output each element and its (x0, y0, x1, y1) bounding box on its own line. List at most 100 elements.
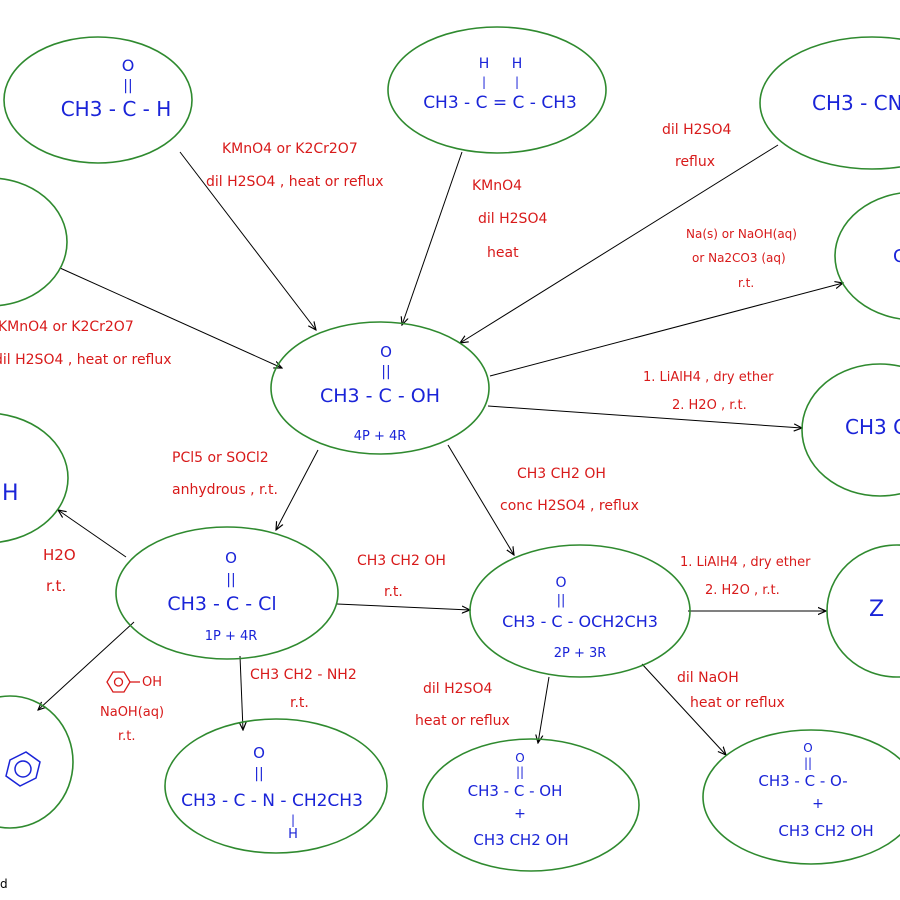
acyl-hydrolysis-line1: H2O (43, 546, 76, 564)
ester-formula: CH3 - C - OCH2CH3 (502, 612, 658, 631)
ester-acid-hydrolysis-line2: heat or reflux (415, 713, 510, 729)
arrow-acid-to-salt (489, 283, 843, 377)
ethanal-oxidation-line1: KMnO4 or K2Cr2O7 (222, 141, 358, 157)
amide-n-hydrogen: H (288, 827, 298, 842)
salt-formula: C (893, 246, 900, 267)
salt-formation-line1: Na(s) or NaOH(aq) (686, 227, 797, 241)
ethanal-oxygen: O (122, 56, 135, 75)
arrow-acylchloride-to-amide (240, 655, 243, 730)
butene-h-right: H (512, 56, 523, 72)
ester-alkaline-hydrolysis-line2: heat or reflux (690, 695, 785, 711)
butene-oxidation-line2: dil H2SO4 (478, 211, 547, 227)
arrow-acylchloride-to-phenylester (38, 621, 135, 710)
ester-double-bond: || (557, 593, 566, 608)
amine-reagent-line2: r.t. (290, 695, 309, 711)
arrow-ester-to-salthydrolysis (641, 663, 726, 755)
left-mid-formula: H (2, 481, 19, 506)
ester-note: 2P + 3R (554, 646, 607, 661)
ethanal-node-ellipse (3, 36, 193, 164)
salthydrolysis-oxygen: O (803, 741, 812, 755)
acid-formula: CH3 - C - OH (320, 385, 440, 407)
ester-node-ellipse (469, 544, 691, 678)
benzene-ring-icon (5, 751, 41, 787)
acyl-ethanol-line2: r.t. (384, 584, 403, 600)
acidhydrolysis-plus: + (514, 806, 526, 822)
arrow-ethanal-to-acid (179, 151, 316, 330)
arrow-acid-to-ester (447, 444, 514, 555)
arrow-ester-to-acidhydrolysis (538, 676, 550, 743)
acylchloride-node-ellipse (115, 526, 339, 660)
acid-note: 4P + 4R (354, 429, 407, 444)
arrow-nitrile-to-acid (460, 144, 779, 343)
z-label: Z (869, 597, 884, 622)
nitrile-node-ellipse (759, 36, 900, 170)
alcohol-node-ellipse (801, 363, 900, 497)
salt-node-ellipse (834, 192, 900, 320)
nitrile-hydrolysis-line2: reflux (675, 154, 715, 170)
ester-reduction-line2: 2. H2O , r.t. (705, 583, 780, 598)
node-ellipses (0, 26, 900, 872)
acid-oxygen: O (380, 343, 392, 361)
left-oxidation-line2: dil H2SO4 , heat or reflux (0, 352, 172, 368)
butene-oxidation-line3: heat (487, 245, 519, 261)
chlorination-line2: anhydrous , r.t. (172, 482, 278, 498)
butene-bond-right: | (515, 75, 519, 89)
salt-formation-line3: r.t. (738, 276, 754, 290)
left-oxidation-line1: KMnO4 or K2Cr2O7 (0, 319, 134, 335)
ester-oxygen: O (555, 575, 566, 591)
nitrile-hydrolysis-line1: dil H2SO4 (662, 122, 731, 138)
acyl-ethanol-line1: CH3 CH2 OH (357, 553, 446, 569)
arrow-acylchloride-to-left (58, 510, 127, 558)
butene-formula: CH3 - C = C - CH3 (423, 93, 577, 113)
salthydrolysis-plus: + (812, 796, 824, 812)
arrow-acid-to-alcohol (487, 405, 802, 428)
amide-node-ellipse (164, 718, 388, 854)
acylchloride-formula: CH3 - C - Cl (167, 593, 276, 615)
structures: O || CH3 - C - H H H | | CH3 - C = C - C… (2, 56, 900, 849)
alcohol-formula: CH3 C (845, 415, 900, 439)
amide-double-bond: || (254, 766, 263, 782)
salthydrolysis-double-bond: || (804, 756, 812, 770)
acylchloride-note: 1P + 4R (205, 629, 258, 644)
acylchloride-double-bond: || (226, 572, 235, 588)
phenol-reagent-line1: NaOH(aq) (100, 705, 164, 720)
amide-oxygen: O (253, 744, 265, 762)
amine-reagent-line1: CH3 CH2 - NH2 (250, 667, 357, 683)
acidhydrolysis-node-ellipse (422, 738, 640, 872)
chlorination-line1: PCl5 or SOCl2 (172, 450, 269, 466)
left-mid-node-ellipse (0, 413, 69, 543)
ethanal-oxidation-line2: dil H2SO4 , heat or reflux (206, 174, 384, 190)
amide-n-bond: | (291, 813, 295, 827)
amide-formula: CH3 - C - N - CH2CH3 (181, 791, 363, 811)
ethanal-formula: CH3 - C - H (61, 97, 172, 121)
nitrile-formula: CH3 - CN (812, 91, 900, 115)
z-node-ellipse (826, 544, 900, 678)
salthydrolysis-alcohol: CH3 CH2 OH (778, 822, 873, 840)
arrow-butene-to-acid (402, 151, 463, 325)
butene-h-left: H (479, 56, 490, 72)
esterification-line2: conc H2SO4 , reflux (500, 498, 639, 514)
butene-oxidation-line1: KMnO4 (472, 178, 522, 194)
butene-bond-left: | (482, 75, 486, 89)
phenol-ring-icon (106, 671, 140, 693)
arrow-acylchloride-to-ester (336, 603, 470, 610)
phenol-reagent-line2: r.t. (118, 729, 136, 744)
acidhydrolysis-acid: CH3 - C - OH (468, 782, 563, 800)
acid-reduction-line2: 2. H2O , r.t. (672, 398, 747, 413)
arrows (38, 144, 843, 755)
acid-double-bond: || (381, 364, 390, 380)
acidhydrolysis-alcohol: CH3 CH2 OH (473, 831, 568, 849)
phenylester-node-ellipse (0, 695, 74, 829)
corner-mark: d (0, 877, 8, 891)
salthydrolysis-anion: CH3 - C - O- (758, 772, 847, 790)
left-top-node-ellipse (0, 177, 68, 307)
acyl-hydrolysis-line2: r.t. (46, 577, 66, 595)
acidhydrolysis-oxygen: O (515, 751, 524, 765)
acid-node-ellipse (270, 321, 490, 455)
phenol-oh-label: OH (142, 675, 162, 690)
salthydrolysis-node-ellipse (702, 729, 900, 865)
reagents: KMnO4 or K2Cr2O7 dil H2SO4 , heat or ref… (0, 122, 811, 744)
acylchloride-oxygen: O (225, 549, 237, 567)
butene-node-ellipse (387, 26, 607, 154)
